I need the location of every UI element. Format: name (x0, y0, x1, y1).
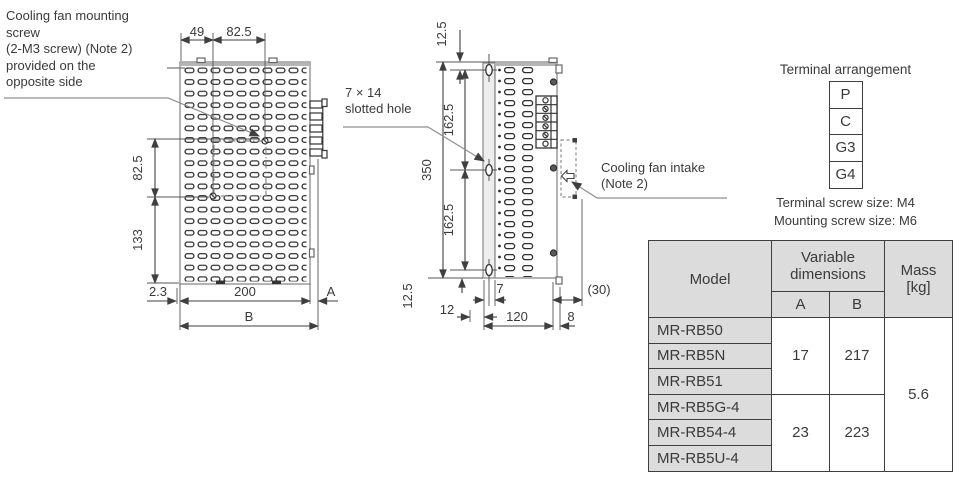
terminal-cell-c: C (828, 107, 863, 136)
col-header-model: Model (648, 240, 772, 318)
front-top-tabs (196, 57, 315, 258)
terminal-cell-p: P (828, 81, 863, 109)
note-line: (Note 2) (601, 176, 648, 191)
dim-200: 200 (234, 284, 256, 299)
note-line: Cooling fan mounting (6, 8, 129, 23)
side-terminal-block (535, 95, 558, 149)
airflow-arrow-icon (560, 169, 575, 183)
dim-12-5-bottom: 12.5 (400, 283, 415, 308)
dim-8: 8 (567, 309, 574, 324)
slotted-hole-note: 7 × 14 slotted hole (345, 85, 412, 116)
note-line: slotted hole (345, 100, 412, 116)
side-dimension-lines (439, 30, 583, 330)
side-view-drawing: 12.5 162.5 350 162.5 12.5 7 12 120 8 (30… (343, 21, 727, 330)
side-panel-perforations (504, 67, 537, 277)
terminal-column: P C G3 G4 (828, 81, 863, 189)
dim-82-5-top: 82.5 (226, 24, 251, 39)
dim-350: 350 (419, 159, 434, 181)
dim-12: 12 (440, 302, 454, 317)
model-dimensions-table: Model Variable dimensions Mass [kg] A B … (648, 240, 953, 472)
side-hinge-dots (497, 67, 502, 277)
model-cell: MR-RB5G-4 (648, 393, 772, 421)
mass-header-line2: [kg] (906, 279, 931, 296)
terminal-arrangement-section: Terminal arrangement P C G3 G4 Terminal … (753, 62, 938, 229)
terminal-screw-size-note: Terminal screw size: M4 (776, 194, 915, 210)
model-cell: MR-RB5U-4 (648, 444, 772, 472)
mass-value: 5.6 (884, 317, 953, 472)
dim-162-5-lower: 162.5 (441, 204, 456, 237)
note-line: 7 × 14 (345, 85, 382, 100)
terminal-cell-g3: G3 (828, 134, 863, 162)
dim-133: 133 (130, 229, 145, 251)
fan-screw-note: Cooling fan mounting screw (2-M3 screw) … (6, 8, 132, 91)
front-dimension-lines (147, 36, 338, 330)
model-cell: MR-RB5N (648, 342, 772, 370)
front-view-drawing: 49 82.5 82.5 133 2.3 200 A B (4, 24, 338, 330)
note-line: provided on the (6, 57, 96, 73)
model-cell: MR-RB51 (648, 368, 772, 395)
front-panel-perforations (184, 67, 307, 282)
model-cell: MR-RB54-4 (648, 419, 772, 446)
terminal-arrangement-title: Terminal arrangement (779, 62, 912, 77)
dim-162-5-upper: 162.5 (441, 104, 456, 137)
front-terminal-comb (309, 98, 328, 159)
col-header-b: B (829, 291, 885, 318)
side-case-screws (549, 78, 558, 257)
dim-b-value: 217 (829, 317, 885, 395)
flange-slotted-holes (481, 54, 497, 281)
mounting-screw-size-note: Mounting screw size: M6 (773, 212, 918, 228)
dim-a-value: 17 (771, 317, 830, 395)
dim-82-5-left: 82.5 (130, 155, 145, 180)
dim-a-value: 23 (771, 393, 830, 472)
mass-header-line1: Mass (900, 262, 937, 279)
dim-7: 7 (496, 281, 503, 296)
fan-intake-note: Cooling fan intake (Note 2) (601, 160, 705, 192)
note-line: screw (6, 24, 40, 40)
dim-b: B (245, 309, 254, 324)
col-header-a: A (771, 291, 830, 318)
terminal-cell-g4: G4 (828, 160, 863, 189)
dim-a: A (327, 284, 336, 299)
slotted-hole-leader-line (343, 126, 485, 162)
model-cell: MR-RB50 (648, 317, 772, 344)
fan-screw-leader-line (4, 97, 260, 137)
fan-outline-dashdot (213, 140, 267, 197)
note-line: Cooling fan intake (601, 160, 706, 175)
dim-120: 120 (506, 309, 528, 324)
note-line: opposite side (6, 74, 83, 89)
dim-12-5-top: 12.5 (434, 21, 449, 46)
note-line: (2-M3 screw) (Note 2) (6, 41, 133, 56)
dim-30: (30) (587, 282, 610, 297)
dim-2-3: 2.3 (149, 284, 167, 299)
fan-intake-leader-line (571, 181, 727, 199)
front-bottom-feet (216, 280, 281, 284)
col-header-variable-dimensions: Variable dimensions (771, 240, 885, 292)
side-edge-tabs (548, 57, 563, 285)
dim-49: 49 (190, 24, 204, 39)
fan-intake-dashed (560, 138, 577, 199)
dim-b-value: 223 (829, 393, 885, 472)
col-header-mass: Mass [kg] (884, 240, 953, 318)
